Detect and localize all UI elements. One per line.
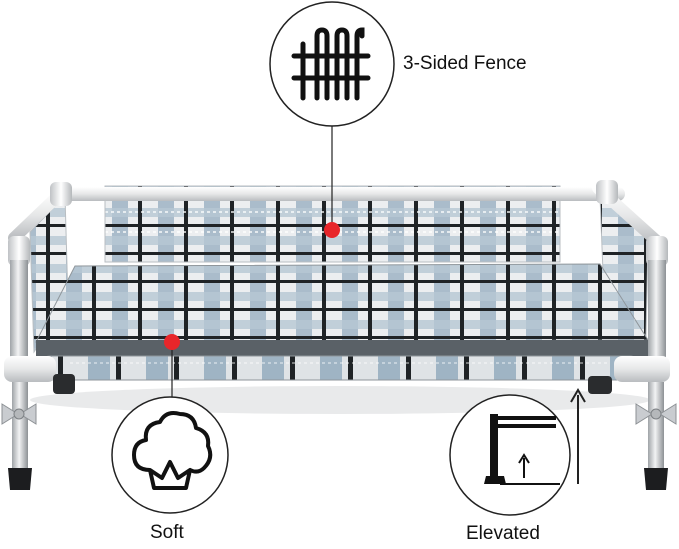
corner-joint [646,236,668,266]
fence-label: 3-Sided Fence [403,53,527,74]
corner-joint [8,236,30,266]
fence-icon [291,27,371,101]
soft-marker [164,334,180,350]
mattress [35,263,649,358]
floor-shadow [30,386,650,414]
front-left-leg [1,382,37,490]
fence-icon-badge [269,1,395,127]
corner-joint [596,180,618,204]
soft-icon-badge [111,396,229,514]
fence-callout [269,1,395,238]
elevated-callout [449,388,586,516]
back-left-foot [53,374,75,394]
front-left-post [10,260,28,370]
front-right-corner [614,356,670,382]
elevated-icon-badge [449,394,571,516]
front-left-corner [4,356,56,382]
front-right-post [648,260,666,370]
front-rail [39,355,641,381]
soft-label: Soft [150,522,184,543]
fence-marker [324,222,340,238]
corner-joint [50,182,72,206]
elevated-label: Elevated [466,523,540,544]
back-right-foot [588,376,612,394]
back-rail [55,187,625,201]
cotton-icon [132,411,213,490]
front-right-leg [635,382,677,490]
soft-callout [111,334,229,514]
elevated-bed-icon [484,414,560,485]
